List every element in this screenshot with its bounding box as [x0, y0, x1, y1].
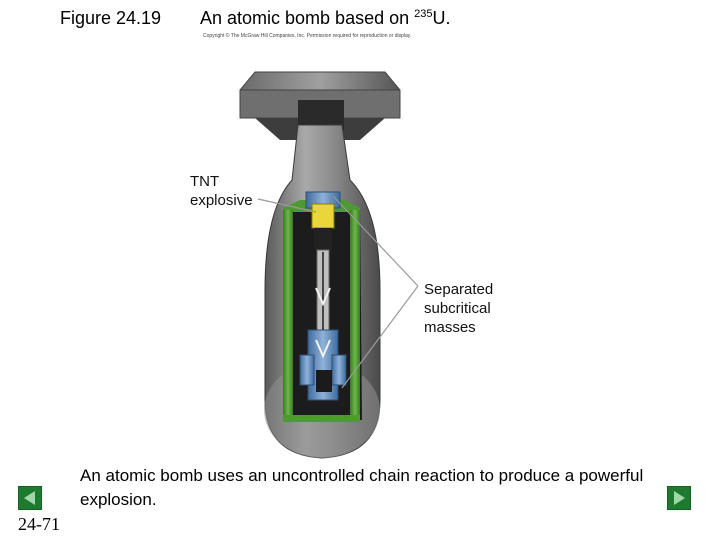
isotope-symbol: U.	[432, 8, 451, 28]
previous-slide-button[interactable]	[17, 485, 43, 511]
figure-number: Figure 24.19	[60, 8, 162, 28]
next-slide-button[interactable]	[666, 485, 692, 511]
label-tnt-explosive: TNT explosive	[190, 173, 253, 209]
triangle-left-icon	[17, 485, 43, 511]
label-subcritical-masses: Separated subcritical masses	[424, 281, 494, 336]
title-text: An atomic bomb based on	[200, 8, 415, 28]
slide-number: 24-71	[18, 514, 60, 534]
gun-assembly	[299, 191, 347, 401]
isotope-mass: 235	[414, 8, 433, 20]
slide-title: Figure 24.19 An atomic bomb based on 235U…	[60, 8, 451, 29]
caption: An atomic bomb uses an uncontrolled chai…	[80, 466, 644, 509]
triangle-right-icon	[666, 485, 692, 511]
leader-lines	[257, 195, 419, 389]
copyright-notice: Copyright © The McGraw Hill Companies, I…	[203, 33, 412, 39]
